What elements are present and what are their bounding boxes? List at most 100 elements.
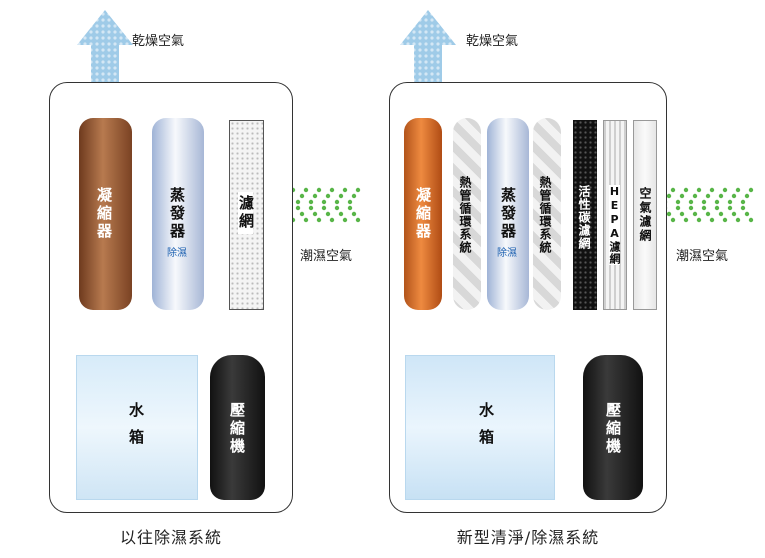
- right-intake-chevron: [666, 211, 672, 217]
- right-exhaust-arrow-dot: [418, 18, 422, 22]
- right-compressor: [583, 355, 643, 500]
- left-exhaust-arrow-dot: [89, 30, 93, 34]
- right-exhaust-arrow-dot: [430, 60, 434, 64]
- left-exhaust-arrow-dot: [101, 66, 105, 70]
- right-exhaust-arrow-dot: [430, 54, 434, 58]
- right-exhaust-arrow-dot: [424, 30, 428, 34]
- left-water-tank: [76, 355, 198, 500]
- left-exhaust-arrow-dot: [77, 36, 81, 40]
- left-exhaust-arrow-dot: [119, 18, 123, 22]
- right-exhaust-arrow-dot: [442, 78, 446, 82]
- left-exhaust-arrow-dot: [83, 48, 87, 52]
- left-exhaust-arrow-dot: [101, 18, 105, 22]
- left-exhaust-arrow-dot: [113, 66, 117, 70]
- left-exhaust-arrow-dot: [77, 30, 81, 34]
- left-exhaust-arrow-dot: [83, 54, 87, 58]
- right-exhaust-arrow-dot: [424, 36, 428, 40]
- right-exhaust-arrow-dot: [406, 18, 410, 22]
- right-intake-chevron: [705, 211, 711, 217]
- right-exhaust-arrow-dot: [424, 24, 428, 28]
- right-intake-chevron: [696, 217, 702, 223]
- left-exhaust-arrow-dot: [101, 24, 105, 28]
- right-exhaust-arrow-dot: [418, 66, 422, 70]
- right-exhaust-arrow-dot: [424, 60, 428, 64]
- left-intake-chevron: [303, 187, 309, 193]
- right-compressor-label: 壓縮機: [604, 402, 622, 456]
- left-exhaust-arrow-dot: [119, 66, 123, 70]
- left-exhaust-arrow-dot: [125, 42, 129, 46]
- left-exhaust-arrow-dot: [107, 60, 111, 64]
- right-exhaust-arrow-dot: [436, 42, 440, 46]
- left-exhaust-arrow-dot: [119, 48, 123, 52]
- right-heat-pipe-left: [453, 118, 481, 310]
- left-exhaust-arrow-dot: [113, 60, 117, 64]
- left-exhaust-arrow-dot: [83, 12, 87, 16]
- right-exhaust-arrow-dot: [406, 36, 410, 40]
- right-exhaust-arrow-dot: [412, 42, 416, 46]
- right-exhaust-arrow-dot: [400, 66, 404, 70]
- left-exhaust-arrow-dot: [113, 72, 117, 76]
- left-intake-chevron: [325, 211, 331, 217]
- left-intake-chevron: [342, 217, 348, 223]
- left-condenser: [79, 118, 132, 310]
- right-exhaust-arrow-dot: [406, 66, 410, 70]
- right-exhaust-arrow-dot: [406, 12, 410, 16]
- right-evaporator: [487, 118, 529, 310]
- left-exhaust-arrow-dot: [89, 72, 93, 76]
- left-exhaust-arrow-dot: [107, 18, 111, 22]
- right-exhaust-arrow-dot: [400, 42, 404, 46]
- left-exhaust-arrow-dot: [77, 60, 81, 64]
- left-exhaust-arrow-dot: [83, 66, 87, 70]
- left-exhaust-arrow-dot: [83, 24, 87, 28]
- right-exhaust-arrow-dot: [418, 42, 422, 46]
- left-exhaust-label: 乾燥空氣: [132, 34, 185, 49]
- right-exhaust-arrow-dot: [406, 42, 410, 46]
- right-exhaust-arrow-dot: [430, 78, 434, 82]
- right-exhaust-arrow-dot: [448, 42, 452, 46]
- right-exhaust-arrow-dot: [448, 30, 452, 34]
- right-exhaust-arrow-dot: [418, 72, 422, 76]
- right-exhaust-arrow-dot: [424, 78, 428, 82]
- left-water-tank-label: 水箱: [127, 402, 145, 456]
- left-exhaust-arrow-dot: [119, 36, 123, 40]
- left-exhaust-arrow-dot: [89, 54, 93, 58]
- left-intake-chevron: [338, 193, 344, 199]
- left-exhaust-arrow-dot: [95, 66, 99, 70]
- right-exhaust-arrow-dot: [418, 48, 422, 52]
- left-exhaust-arrow-dot: [83, 72, 87, 76]
- left-exhaust-arrow-dot: [89, 18, 93, 22]
- right-exhaust-arrow-dot: [442, 60, 446, 64]
- right-exhaust-arrow-dot: [436, 72, 440, 76]
- right-exhaust-arrow-dot: [430, 66, 434, 70]
- right-exhaust-arrow-dot: [436, 48, 440, 52]
- right-exhaust-arrow-dot: [406, 24, 410, 28]
- right-exhaust-arrow-dot: [436, 18, 440, 22]
- left-exhaust-arrow-dot: [95, 36, 99, 40]
- right-exhaust-arrow-dot: [400, 12, 404, 16]
- left-exhaust-arrow-dot: [95, 24, 99, 28]
- right-exhaust-arrow-dot: [412, 12, 416, 16]
- right-exhaust-arrow-dot: [412, 78, 416, 82]
- right-intake-chevron: [718, 193, 724, 199]
- left-exhaust-arrow-dot: [107, 24, 111, 28]
- left-exhaust-arrow-dot: [77, 12, 81, 16]
- left-intake-chevron: [351, 211, 357, 217]
- right-caption: 新型清淨/除濕系統: [456, 528, 600, 547]
- right-intake-chevron: [679, 211, 685, 217]
- left-exhaust-arrow-dot: [83, 42, 87, 46]
- right-exhaust-arrow-dot: [418, 78, 422, 82]
- right-exhaust-arrow-dot: [400, 30, 404, 34]
- right-exhaust-arrow-dot: [412, 54, 416, 58]
- left-intake-chevron: [347, 199, 353, 205]
- right-exhaust-arrow-dot: [400, 18, 404, 22]
- left-intake-chevron: [355, 187, 361, 193]
- right-exhaust-arrow-dot: [406, 54, 410, 58]
- left-exhaust-arrow-dot: [83, 18, 87, 22]
- right-exhaust-arrow-dot: [448, 12, 452, 16]
- left-intake-chevron: [329, 217, 335, 223]
- left-intake-label: 潮濕空氣: [300, 249, 353, 264]
- right-exhaust-arrow-dot: [400, 24, 404, 28]
- right-intake-chevron: [722, 217, 728, 223]
- left-intake-chevron: [299, 193, 305, 199]
- left-exhaust-arrow-dot: [101, 72, 105, 76]
